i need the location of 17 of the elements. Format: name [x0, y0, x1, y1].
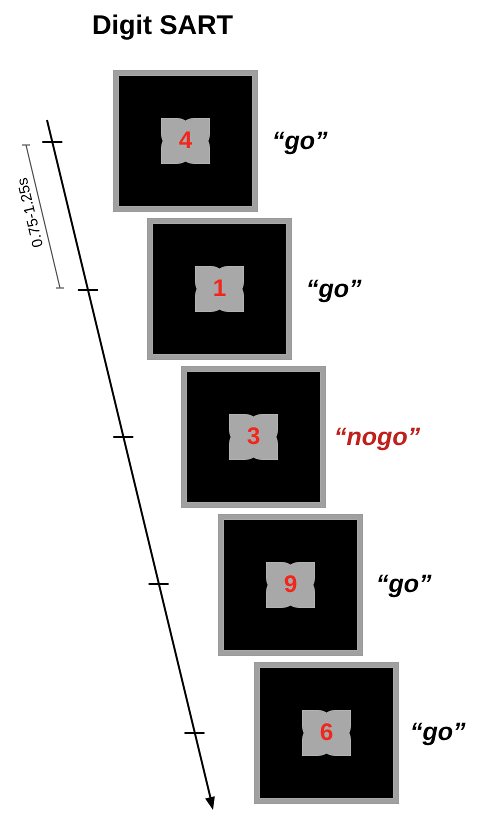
response-label: “nogo” [334, 423, 420, 452]
digit: 1 [212, 275, 226, 303]
digit: 3 [246, 423, 260, 451]
response-label: “go” [376, 570, 432, 599]
digit: 6 [320, 719, 334, 747]
stimulus-screen [181, 366, 326, 508]
response-label: “go” [306, 275, 362, 304]
response-label: “go” [272, 127, 328, 156]
stimulus-screen [147, 218, 292, 360]
stimulus-screen [218, 514, 363, 656]
title: Digit SART [92, 10, 233, 41]
digit: 9 [284, 571, 298, 599]
stimulus-screen [113, 70, 258, 212]
stimulus-screen [254, 662, 399, 804]
response-label: “go” [410, 718, 466, 747]
duration-label: 0.75-1.25s [13, 176, 46, 248]
digit: 4 [178, 127, 192, 155]
